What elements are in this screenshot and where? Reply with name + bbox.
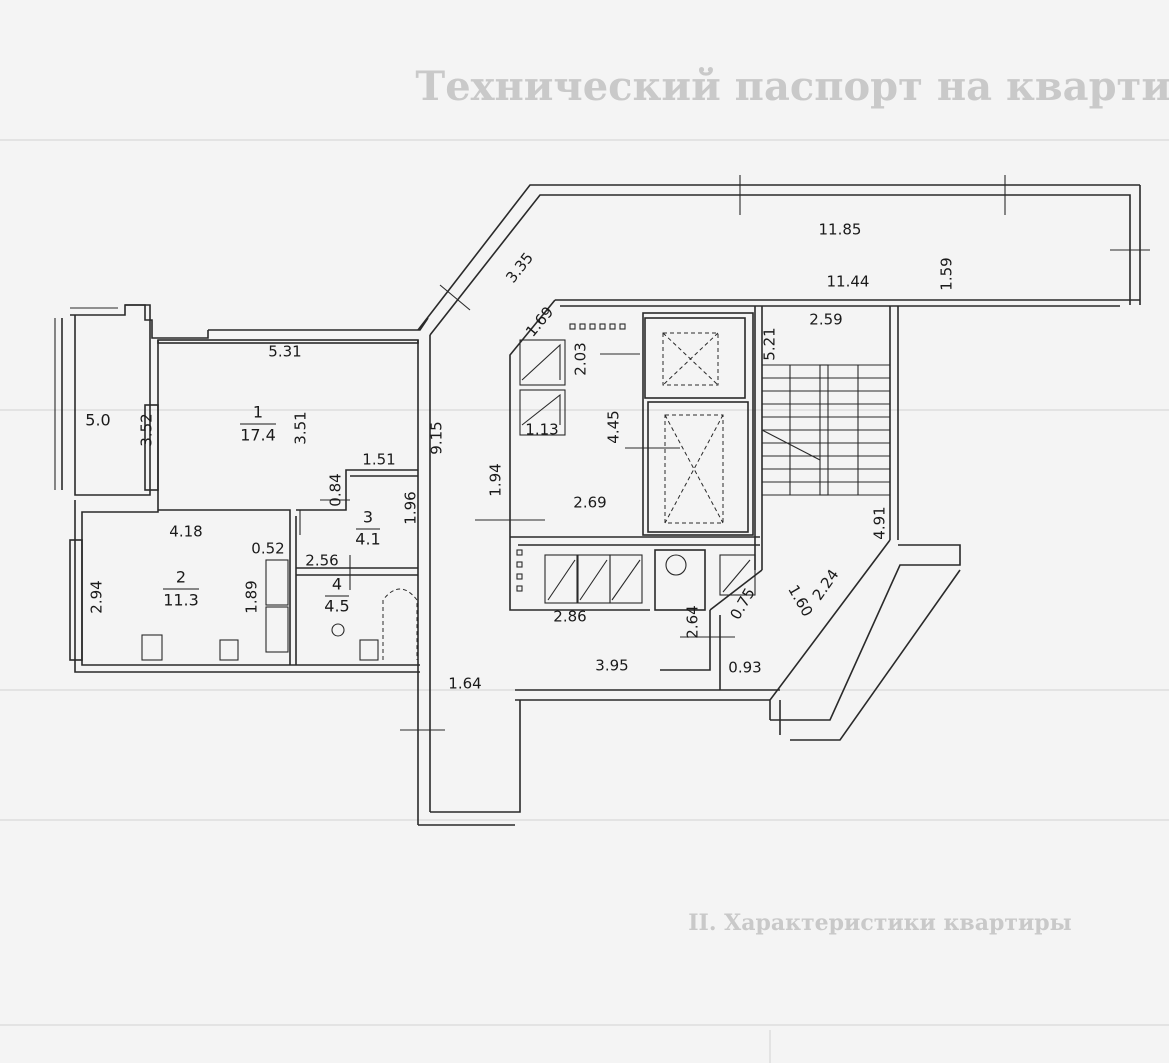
dimension-label: 0.93 [728,659,761,677]
dimension-label: 2.56 [305,552,338,570]
dimension-label: 4.18 [169,523,202,541]
dimension-label: 0.84 [327,473,345,506]
room-3: 3 4.1 [355,508,380,549]
dimension-label: 3.35 [502,249,537,286]
dimension-label: 1.64 [448,675,481,693]
ghost-section: II. Характеристики квартиры [688,910,1072,936]
dimension-label: 0.52 [251,540,284,558]
dimension-label: 1.59 [938,257,956,290]
room-area: 11.3 [163,591,199,610]
dimension-label: 5.21 [761,327,779,360]
dimension-label: 4.91 [871,506,889,539]
dimension-label: 2.59 [809,311,842,329]
room-2: 2 11.3 [163,568,199,610]
dimension-label: 0.75 [726,585,758,623]
dimension-label: 5.31 [268,343,301,361]
dimension-label: 11.44 [827,273,870,291]
room-area: 4.5 [324,597,349,616]
dimension-label: 9.15 [428,421,446,454]
dimension-label: 2.86 [553,608,586,626]
room-number: 3 [363,508,373,527]
dimension-label: 4.45 [605,410,623,443]
dimension-label: 2.94 [88,580,106,613]
room-1: 1 17.4 [240,403,276,445]
ghost-title: Технический паспорт на квартиру [415,63,1169,110]
room-number: 1 [253,403,263,422]
walls [54,175,1150,826]
room-area: 4.1 [355,530,380,549]
dimension-label: 3.52 [138,413,156,446]
dimension-label: 2.64 [684,605,702,638]
dimension-label: 1.13 [525,421,558,439]
dimension-label: 1.51 [362,451,395,469]
dimension-label: 2.69 [573,494,606,512]
dimension-label: 1.89 [243,580,261,613]
background-text: Технический паспорт на квартиру II. Хара… [0,63,1169,1063]
dimension-label: 2.03 [572,342,590,375]
dimension-label: 2.24 [809,566,843,604]
dimension-label: 3.51 [292,411,310,444]
dimension-label: 11.85 [819,221,862,239]
dimension-label: 1.94 [487,463,505,496]
room-area: 17.4 [240,426,276,445]
room-4: 4 4.5 [324,575,349,616]
dimension-label: 1.96 [402,491,420,524]
dimension-label: 3.95 [595,657,628,675]
balcony-area: 5.0 [85,411,110,430]
room-number: 2 [176,568,186,587]
room-number: 4 [332,575,342,594]
